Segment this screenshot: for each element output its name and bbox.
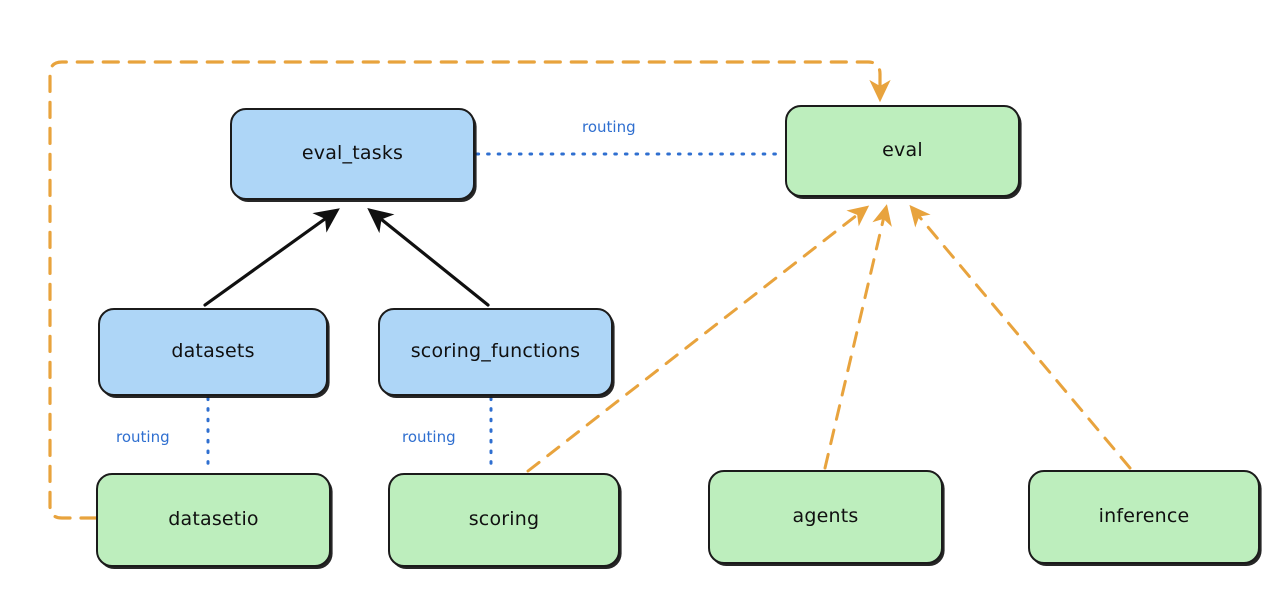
node-label-datasets: datasets (171, 340, 255, 363)
node-eval-tasks[interactable]: eval_tasks (230, 108, 475, 200)
node-label-eval-tasks: eval_tasks (301, 142, 404, 165)
node-label-scoring-functions: scoring_functions (410, 340, 581, 363)
node-eval[interactable]: eval (785, 105, 1020, 197)
node-datasets[interactable]: datasets (98, 308, 328, 396)
edge-label-datasets-datasetio: routing (112, 427, 174, 447)
edge-label-scoring-functions-scoring: routing (398, 427, 460, 447)
edge-datasetio-eval (48, 60, 891, 520)
edge-agents-eval (823, 204, 892, 470)
node-label-eval: eval (882, 139, 923, 162)
node-label-datasetio: datasetio (168, 508, 259, 531)
node-label-scoring: scoring (468, 508, 540, 531)
node-scoring-functions[interactable]: scoring_functions (378, 308, 613, 396)
edge-inference-eval (909, 204, 1132, 470)
edge-datasets-eval-tasks (203, 208, 340, 307)
node-label-inference: inference (1098, 505, 1190, 528)
node-scoring[interactable]: scoring (388, 473, 620, 567)
edge-scoring-functions-eval-tasks (367, 207, 490, 307)
node-agents[interactable]: agents (708, 470, 943, 564)
node-inference[interactable]: inference (1028, 470, 1260, 564)
node-datasetio[interactable]: datasetio (96, 473, 331, 567)
edge-scoring-eval (526, 205, 870, 473)
edge-label-eval-tasks-eval: routing (578, 117, 640, 137)
node-label-agents: agents (792, 505, 859, 528)
